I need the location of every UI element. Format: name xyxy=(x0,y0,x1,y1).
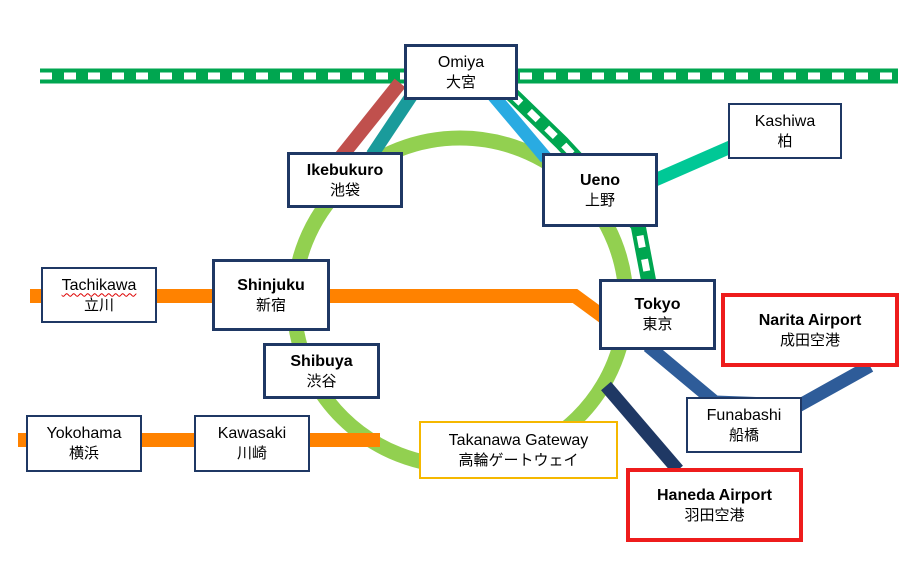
station-omiya[interactable]: Omiya 大宮 xyxy=(404,44,518,100)
station-shibuya[interactable]: Shibuya 渋谷 xyxy=(263,343,380,399)
haneda-dark-line xyxy=(601,381,683,475)
station-kashiwa[interactable]: Kashiwa 柏 xyxy=(728,103,842,159)
station-name-ja: 羽田空港 xyxy=(684,505,745,524)
station-name-ja: 成田空港 xyxy=(779,330,840,349)
station-name-ja: 立川 xyxy=(83,295,114,314)
station-name-ja: 高輪ゲートウェイ xyxy=(458,450,579,469)
station-name-en: Shinjuku xyxy=(237,276,305,294)
station-ikebukuro[interactable]: Ikebukuro 池袋 xyxy=(287,152,403,208)
station-name-ja: 上野 xyxy=(584,190,615,209)
station-name-en: Takanawa Gateway xyxy=(448,431,589,449)
station-name-en: Tokyo xyxy=(634,296,681,314)
station-shinjuku[interactable]: Shinjuku 新宿 xyxy=(212,259,330,331)
station-name-en: Omiya xyxy=(437,53,485,71)
station-name-ja: 東京 xyxy=(642,315,673,334)
chuo-orange-line xyxy=(30,289,610,324)
kashiwa-line xyxy=(652,139,738,186)
station-name-en: Tachikawa xyxy=(61,276,137,294)
station-name-en: Kashiwa xyxy=(754,112,816,130)
station-name-en: Ikebukuro xyxy=(306,161,384,179)
station-name-ja: 渋谷 xyxy=(306,371,337,390)
station-name-ja: 池袋 xyxy=(329,180,360,199)
station-narita-airport[interactable]: Narita Airport 成田空港 xyxy=(721,293,899,367)
station-name-ja: 柏 xyxy=(777,131,793,150)
station-name-en: Shibuya xyxy=(290,352,353,370)
station-name-ja: 横浜 xyxy=(68,444,99,463)
station-name-en: Ueno xyxy=(580,171,620,189)
station-name-en: Yokohama xyxy=(46,425,122,443)
station-name-en: Kawasaki xyxy=(217,425,287,443)
station-ueno[interactable]: Ueno 上野 xyxy=(542,153,658,227)
saikyo-red-line xyxy=(334,78,406,163)
station-funabashi[interactable]: Funabashi 船橋 xyxy=(686,397,802,453)
station-name-en: Narita Airport xyxy=(758,311,862,329)
station-takanawa-gateway[interactable]: Takanawa Gateway 高輪ゲートウェイ xyxy=(419,421,618,479)
station-name-en: Haneda Airport xyxy=(657,486,772,504)
light-blue-line xyxy=(487,89,551,163)
station-name-en: Funabashi xyxy=(706,406,782,424)
station-name-ja: 船橋 xyxy=(728,425,759,444)
station-yokohama[interactable]: Yokohama 横浜 xyxy=(26,415,142,472)
station-kawasaki[interactable]: Kawasaki 川崎 xyxy=(194,415,310,472)
station-tokyo[interactable]: Tokyo 東京 xyxy=(599,279,716,350)
station-haneda-airport[interactable]: Haneda Airport 羽田空港 xyxy=(626,468,803,542)
station-name-ja: 新宿 xyxy=(255,295,286,314)
station-name-ja: 大宮 xyxy=(445,72,476,91)
station-name-ja: 川崎 xyxy=(236,444,267,463)
station-tachikawa[interactable]: Tachikawa 立川 xyxy=(41,267,157,323)
teal-line xyxy=(366,88,420,159)
